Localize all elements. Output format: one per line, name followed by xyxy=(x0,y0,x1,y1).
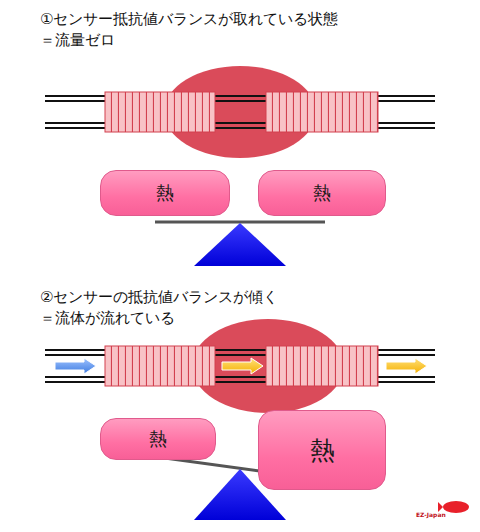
panel-heading: ＝流体が流れている xyxy=(40,309,175,328)
flow-arrow xyxy=(55,358,427,374)
sensor-coil xyxy=(105,346,378,386)
heat-box: 熱 xyxy=(258,170,386,216)
heat-label: 熱 xyxy=(313,181,331,205)
balance-scale xyxy=(155,222,325,266)
panel-heading: ＝流量ゼロ xyxy=(40,31,115,50)
heat-box: 熱 xyxy=(100,170,230,216)
heat-label: 熱 xyxy=(310,434,335,467)
sensor-coil xyxy=(105,92,378,132)
logo-text: EZ-Japan xyxy=(416,511,446,518)
heat-label: 熱 xyxy=(156,181,174,205)
heat-label: 熱 xyxy=(149,427,167,451)
heat-box: 熱 xyxy=(258,410,386,490)
heat-box: 熱 xyxy=(100,418,216,460)
panel-heading: ②センサーの抵抗値バランスが傾く xyxy=(40,288,278,307)
panel-heading: ①センサー抵抗値バランスが取れている状態 xyxy=(40,10,338,29)
